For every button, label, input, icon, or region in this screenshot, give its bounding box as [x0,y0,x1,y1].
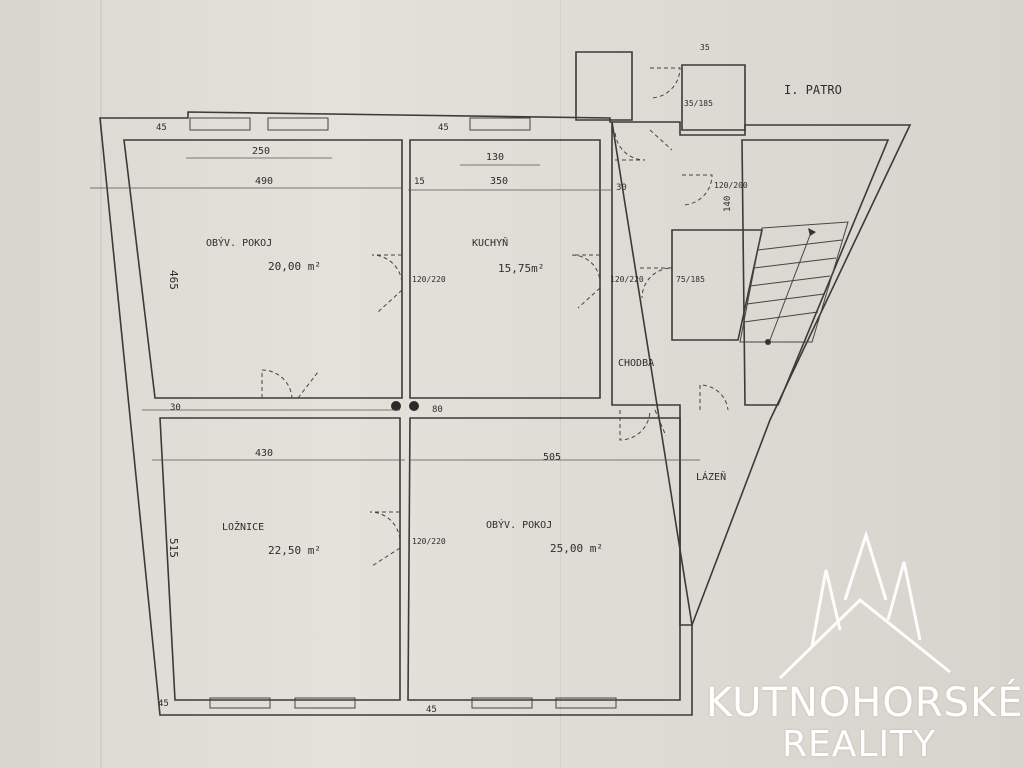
floor-label: I. PATRO [784,83,842,97]
dim-30-mid: 30 [170,403,181,413]
chimney-vents [391,401,419,411]
dim-465: 465 [167,270,180,290]
door-120-220-c: 120/220 [412,537,446,546]
dim-140: 140 [723,196,733,212]
doors [261,67,729,567]
dim-350: 350 [490,176,508,187]
dim-15: 15 [414,177,425,187]
dim-30: 30 [616,183,627,193]
dim-45-tm: 45 [438,123,449,133]
room-area-bedroom: 22,50 m² [268,544,321,557]
door-120-200: 120/200 [714,181,748,190]
room-name-living-2: OBÝV. POKOJ [486,518,552,531]
door-120-220-b: 120/220 [610,275,644,284]
room-name-bedroom: LOŽNICE [222,520,264,533]
dimension-labels: 250 490 15 350 130 30 465 30 80 430 505 … [156,43,748,715]
logo-line-2: REALITY [782,724,937,765]
dim-505: 505 [543,452,561,463]
dim-490: 490 [255,176,273,187]
logo-line-1: KUTNOHORSKÉ [706,680,1024,726]
paper-fold [100,0,102,768]
room-labels: OBÝV. POKOJ 20,00 m² KUCHYŇ 15,75m² LOŽN… [206,83,842,557]
outer-walls [99,51,912,716]
dim-80: 80 [432,405,443,415]
dim-250: 250 [252,146,270,157]
paper-fold [560,0,561,768]
windows [189,117,617,709]
room-name-hallway: CHODBA [618,358,654,369]
dim-45-bl: 45 [158,699,169,709]
room-area-living-2: 25,00 m² [550,542,603,555]
dim-45-bm: 45 [426,705,437,715]
dim-430: 430 [255,448,273,459]
door-120-220-a: 120/220 [412,275,446,284]
staircase [739,221,849,345]
dim-45-tl: 45 [156,123,167,133]
room-name-living-1: OBÝV. POKOJ [206,236,272,249]
room-name-kitchen: KUCHYŇ [472,236,508,249]
dim-35: 35 [700,43,710,52]
door-75-185: 75/185 [676,275,705,284]
room-area-living-1: 20,00 m² [268,260,321,273]
room-name-bathroom: LÁZEŇ [696,470,726,483]
door-35-185: 35/185 [684,99,713,108]
dim-130: 130 [486,152,504,163]
logo-mountains-icon [778,530,951,680]
dim-515: 515 [167,538,180,558]
room-area-kitchen: 15,75m² [498,262,544,275]
dimension-lines [90,157,700,461]
paper-background [40,0,1024,768]
